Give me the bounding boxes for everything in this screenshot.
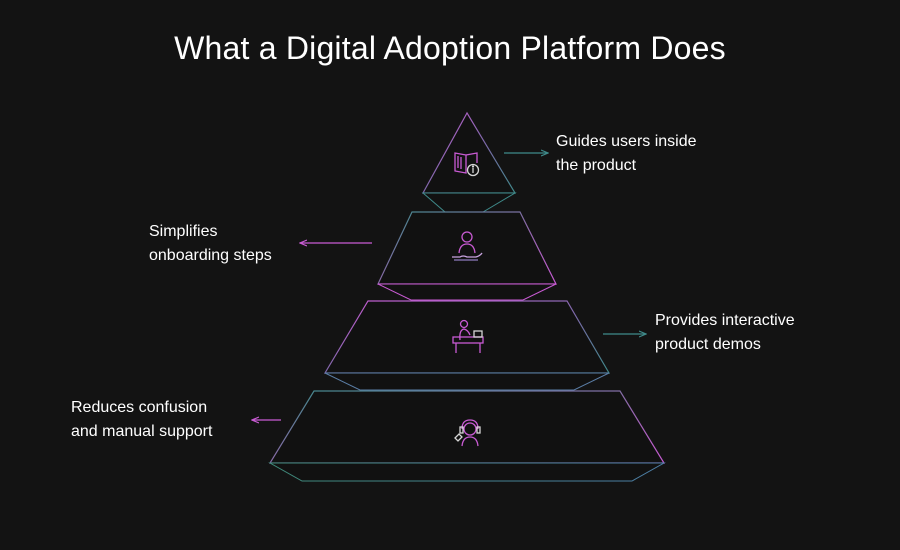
person-at-desk-icon [452, 319, 484, 353]
tier-1-label: Guides users inside the product [556, 130, 697, 178]
tier-4-label-line-1: Reduces confusion [71, 399, 208, 416]
tier-2-label-line-2: onboarding steps [149, 247, 272, 264]
tier-3-label-line-1: Provides interactive [655, 312, 795, 329]
tier-4-label: Reduces confusion and manual support [71, 396, 212, 444]
tier-3-label: Provides interactive product demos [655, 309, 795, 357]
tier-1 [421, 111, 517, 213]
tier-3-label-line-2: product demos [655, 336, 761, 353]
hand-holding-person-icon [452, 231, 483, 261]
tier-2-label: Simplifies onboarding steps [149, 220, 272, 268]
support-agent-headset-icon [454, 419, 481, 447]
tier-4-label-line-2: and manual support [71, 423, 213, 440]
tier-4 [268, 390, 666, 482]
book-info-icon [454, 152, 480, 177]
page-title: What a Digital Adoption Platform Does [174, 30, 726, 66]
tier-2-label-line-1: Simplifies [149, 223, 218, 240]
tier-1-label-line-1: Guides users inside [556, 133, 697, 150]
tier-1-label-line-2: the product [556, 157, 637, 174]
tier-3 [323, 300, 611, 391]
tier-2 [377, 211, 557, 301]
